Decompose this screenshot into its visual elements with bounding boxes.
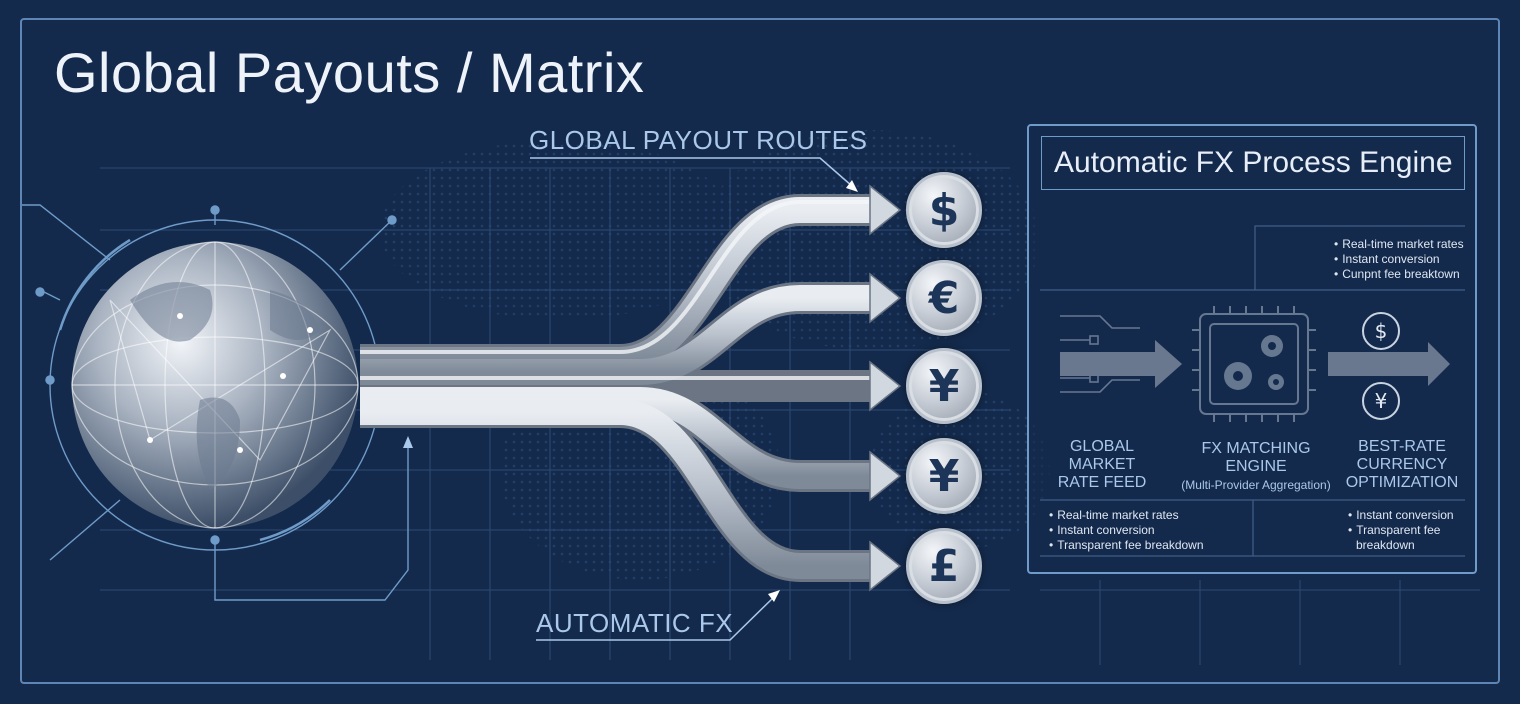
bottom-left-bullet-list: Real-time market rates Instant conversio… xyxy=(1049,508,1204,553)
automatic-fx-label: AUTOMATIC FX xyxy=(536,608,734,638)
coin-euro: € xyxy=(906,260,982,336)
stage-line: OPTIMIZATION xyxy=(1345,474,1459,491)
stage-line: CURRENCY xyxy=(1356,456,1448,473)
stage-line: FX MATCHING xyxy=(1201,440,1311,457)
stage-line: RATE FEED xyxy=(1057,474,1147,491)
label-leaders xyxy=(530,157,853,641)
outer-frame xyxy=(20,18,1500,684)
coin-dollar: $ xyxy=(906,172,982,248)
routes-label: GLOBAL PAYOUT ROUTES xyxy=(529,125,868,155)
panel-title: Automatic FX Process Engine xyxy=(1054,146,1453,179)
stage-best-rate: BEST-RATE CURRENCY OPTIMIZATION xyxy=(1340,438,1464,492)
routes-leader-arrow xyxy=(846,180,858,192)
bottom-left-bullet: Real-time market rates xyxy=(1049,508,1204,523)
page-title: Global Payouts / Matrix xyxy=(54,41,645,104)
stage-line: MARKET xyxy=(1068,456,1136,473)
top-bullet-list: Real-time market rates Instant conversio… xyxy=(1334,237,1464,282)
globe-hud-rings xyxy=(22,204,409,601)
bottom-right-bullet: Transparent fee xyxy=(1348,523,1454,538)
stage-line: GLOBAL xyxy=(1069,438,1135,455)
top-bullet: Cunpnt fee breaktown xyxy=(1334,267,1464,282)
bottom-right-bullet-list: Instant conversion Transparent fee break… xyxy=(1348,508,1454,553)
top-bullet: Instant conversion xyxy=(1334,252,1464,267)
coin-yen: ¥ xyxy=(906,348,982,424)
up-arrow-marker xyxy=(403,436,413,448)
bottom-right-bullet: breakdown xyxy=(1356,538,1415,552)
output-dollar-icon: $ xyxy=(1362,312,1400,350)
route-arrowheads xyxy=(869,184,902,592)
coin-pound: £ xyxy=(906,528,982,604)
bottom-left-bullet: Instant conversion xyxy=(1049,523,1204,538)
stage-line: BEST-RATE xyxy=(1358,438,1446,455)
bottom-left-bullet: Transparent fee breakdown xyxy=(1049,538,1203,553)
payout-route-ribbons xyxy=(360,194,872,582)
stage-fx-matching: FX MATCHING ENGINE (Multi-Provider Aggre… xyxy=(1174,440,1338,494)
stage-rate-feed: GLOBAL MARKET RATE FEED xyxy=(1050,438,1154,492)
panel-header: Automatic FX Process Engine xyxy=(1041,136,1465,190)
fx-engine-panel: Automatic FX Process Engine xyxy=(1027,124,1477,574)
stage-line: ENGINE xyxy=(1225,458,1287,475)
coin-yuan: ¥ xyxy=(906,438,982,514)
bottom-right-bullet: Instant conversion xyxy=(1348,508,1453,523)
stage-subtitle: (Multi-Provider Aggregation) xyxy=(1181,478,1331,492)
autofx-leader-arrow xyxy=(768,590,780,602)
top-bullet: Real-time market rates xyxy=(1334,237,1463,252)
output-yen-icon: ¥ xyxy=(1362,382,1400,420)
globe-icon xyxy=(71,241,359,529)
